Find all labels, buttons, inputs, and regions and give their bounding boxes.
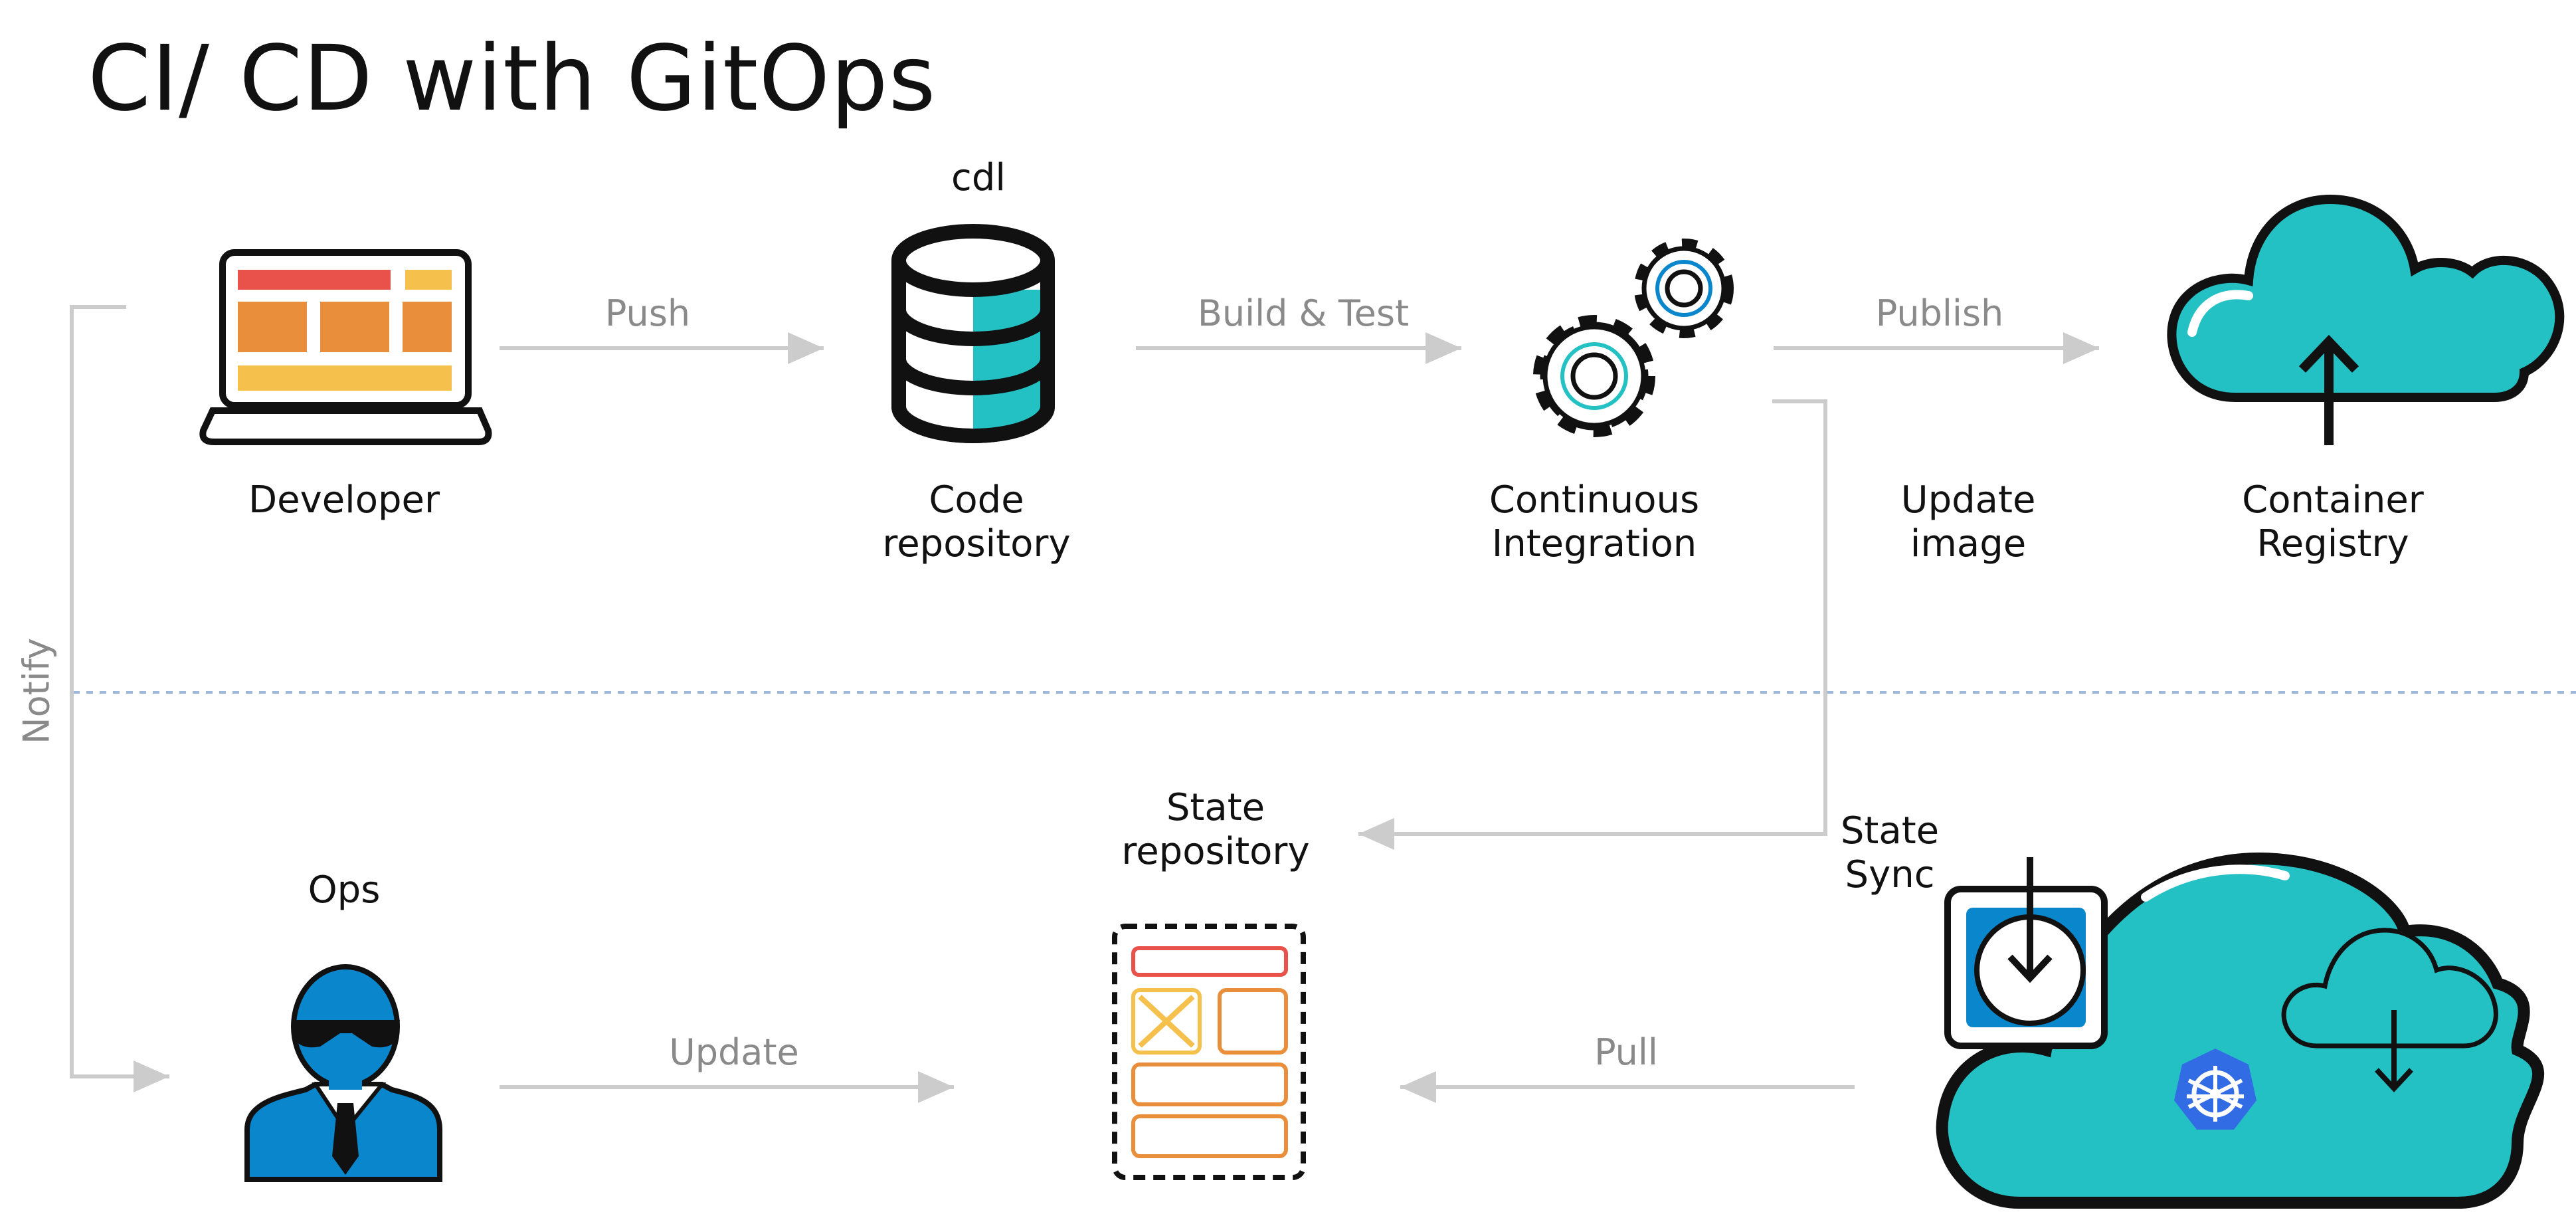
container-registry-label-line2: Registry — [2256, 522, 2409, 565]
ops-person-icon — [244, 964, 442, 1182]
gears-icon — [1533, 239, 1734, 437]
state-repository-label-line1: State — [1166, 786, 1265, 829]
database-icon — [891, 224, 1055, 443]
publish-label: Publish — [1875, 292, 2004, 334]
update-image-label-line1: Update — [1900, 478, 2036, 522]
ci-label-line2: Integration — [1491, 522, 1697, 565]
update-image-label-line2: image — [1910, 522, 2027, 565]
ops-label: Ops — [308, 868, 381, 912]
notify-arrow — [70, 305, 169, 1092]
state-sync-label-line2: Sync — [1845, 853, 1935, 896]
diagram-title: CI/ CD with GitOps — [88, 27, 937, 132]
build-test-label: Build & Test — [1197, 292, 1410, 334]
code-repository-top-label: cdl — [951, 156, 1006, 199]
update-label: Update — [669, 1031, 799, 1073]
state-repository-icon — [1112, 924, 1306, 1180]
push-label: Push — [604, 292, 691, 334]
state-repository-label-line2: repository — [1121, 830, 1310, 873]
container-registry-label-line1: Container — [2242, 478, 2424, 522]
update-image-arrow — [1358, 399, 1827, 850]
developer-label: Developer — [248, 478, 440, 522]
cloud-upload-icon — [2167, 194, 2565, 445]
laptop-icon — [199, 249, 492, 445]
pull-label: Pull — [1594, 1031, 1658, 1073]
kubernetes-cloud-icon — [1936, 852, 2545, 1209]
ci-label-line1: Continuous — [1489, 478, 1700, 522]
notify-label: Notify — [15, 638, 58, 744]
code-repository-label-line1: Code — [929, 478, 1024, 522]
state-sync-label-line1: State — [1840, 809, 1940, 853]
code-repository-label-line2: repository — [882, 522, 1071, 565]
